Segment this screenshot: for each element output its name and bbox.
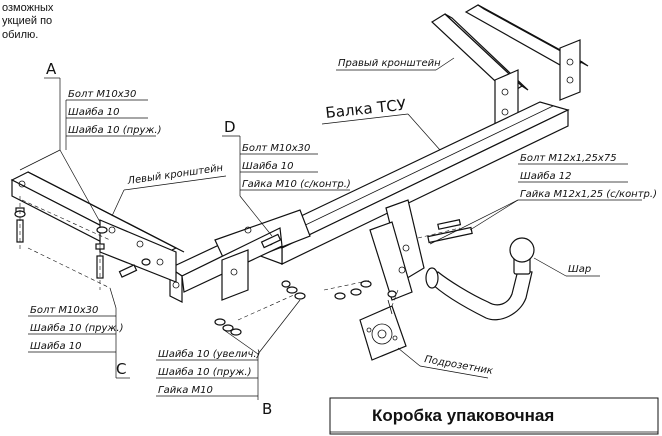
right-bracket-part <box>431 4 589 131</box>
svg-text:Болт М12х1,25х75: Болт М12х1,25х75 <box>520 153 617 164</box>
label-beam: Балка ТСУ <box>321 96 441 151</box>
svg-text:Шайба 10: Шайба 10 <box>68 106 120 118</box>
svg-text:Болт М10х30: Болт М10х30 <box>30 305 98 316</box>
svg-text:Правый кронштейн: Правый кронштейн <box>338 58 441 69</box>
assembly-dash-lines <box>19 196 461 321</box>
svg-text:Болт М10х30: Болт М10х30 <box>242 143 310 154</box>
svg-text:B: B <box>262 400 272 418</box>
label-group-a: Болт М10х30 Шайба 10 Шайба 10 (пруж.) <box>65 89 162 150</box>
svg-text:A: A <box>46 60 57 78</box>
svg-text:озможных: озможных <box>2 2 54 14</box>
callout-d: D <box>222 118 273 237</box>
label-group-right: Болт М12х1,25х75 Шайба 12 Гайка М12х1,25… <box>429 153 657 245</box>
callout-a: A <box>19 60 101 223</box>
ball-mount-flange <box>334 199 473 301</box>
svg-text:C: C <box>116 360 126 378</box>
svg-text:Подрозетник: Подрозетник <box>423 354 493 377</box>
svg-text:Шайба 10: Шайба 10 <box>30 340 82 352</box>
svg-text:Шайба 10: Шайба 10 <box>242 160 294 172</box>
svg-text:D: D <box>224 118 236 136</box>
label-group-d: Болт М10х30 Шайба 10 Гайка М10 (с/контр.… <box>240 143 351 191</box>
callout-b: B <box>223 299 301 418</box>
svg-text:Шайба 10 (пруж.): Шайба 10 (пруж.) <box>68 124 162 136</box>
svg-text:Шайба 10 (пруж.): Шайба 10 (пруж.) <box>30 322 124 334</box>
svg-text:Гайка М10: Гайка М10 <box>158 385 213 396</box>
svg-text:Коробка упаковочная: Коробка упаковочная <box>372 406 554 425</box>
label-right-bracket: Правый кронштейн <box>336 57 455 71</box>
left-bracket-part <box>168 209 311 303</box>
socket-plate-part <box>359 290 407 361</box>
svg-text:Гайка М12х1,25 (с/контр.): Гайка М12х1,25 (с/контр.) <box>520 189 657 200</box>
svg-text:Левый кронштейн: Левый кронштейн <box>126 163 224 188</box>
svg-text:Шайба 12: Шайба 12 <box>520 170 572 182</box>
label-ball: Шар <box>533 257 600 277</box>
label-socket-plate: Подрозетник <box>397 347 494 379</box>
svg-text:Балка ТСУ: Балка ТСУ <box>325 96 407 122</box>
intro-text-fragment: озможных укцией по обилю. <box>2 2 54 41</box>
svg-text:обилю.: обилю. <box>2 29 38 41</box>
svg-text:Шайба 10 (пруж.): Шайба 10 (пруж.) <box>158 366 252 378</box>
svg-text:Болт М10х30: Болт М10х30 <box>68 89 136 100</box>
label-group-b: Шайба 10 (увелич.) Шайба 10 (пруж.) Гайк… <box>156 348 260 397</box>
callout-c: C <box>109 287 130 379</box>
svg-text:Шайба 10 (увелич.): Шайба 10 (увелич.) <box>158 348 260 360</box>
tow-ball-part <box>425 237 535 321</box>
label-left-bracket: Левый кронштейн <box>111 163 227 217</box>
label-group-c: Болт М10х30 Шайба 10 (пруж.) Шайба 10 <box>28 305 124 353</box>
packing-box-table: Коробка упаковочная <box>329 397 659 435</box>
svg-text:Гайка М10 (с/контр.): Гайка М10 (с/контр.) <box>242 179 351 190</box>
svg-text:Шар: Шар <box>568 264 591 275</box>
vehicle-left-plate <box>10 171 185 283</box>
svg-text:укцией по: укцией по <box>2 15 52 27</box>
fasteners-center <box>214 233 306 336</box>
